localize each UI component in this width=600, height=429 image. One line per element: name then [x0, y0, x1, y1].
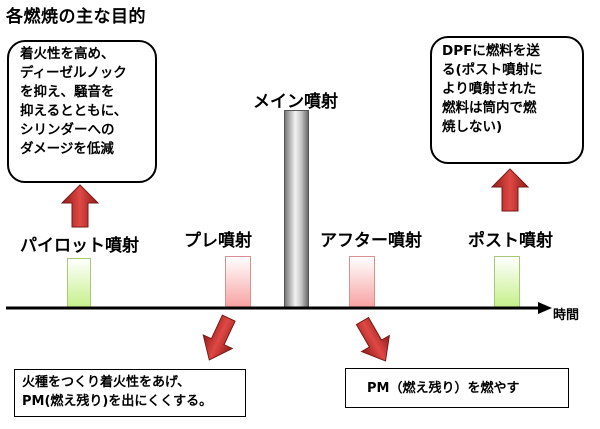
post-purpose-callout: DPFに燃料を送 る(ポスト噴射に より噴射された 燃料は筒内で燃 焼しない): [430, 36, 584, 164]
pre-injection-label: プレ噴射: [184, 231, 252, 251]
pre-injection-note: 火種をつくり着火性をあげ、 PM(燃え残り)を出にくくする。: [14, 369, 246, 417]
pilot-injection-label: パイロット噴射: [20, 236, 139, 256]
callout-line: 焼しない): [442, 119, 503, 135]
note-line: 火種をつくり着火性をあげ、: [22, 375, 191, 390]
pilot-up-arrow-icon: [60, 184, 100, 228]
pre-injection-bar: [225, 256, 251, 308]
callout-line: シリンダーへの: [20, 122, 115, 138]
time-axis: [6, 302, 552, 314]
callout-line: を抑え、騒音を: [20, 84, 115, 100]
main-injection-label: メイン噴射: [253, 92, 338, 112]
after-injection-note: PM（燃え残り）を燃やす: [345, 368, 569, 408]
callout-line: 着火性を高め、: [20, 46, 115, 62]
page-title: 各燃焼の主な目的: [6, 7, 146, 27]
main-injection-bar: [284, 110, 309, 308]
note-line: PM(燃え残り)を出にくくする。: [22, 394, 213, 409]
callout-line: DPFに燃料を送: [442, 43, 540, 59]
callout-line: 抑えるとともに、: [20, 103, 128, 119]
callout-line: ダメージを低減: [20, 141, 114, 157]
callout-line: 燃料は筒内で燃: [442, 100, 537, 116]
callout-line: ディーゼルノック: [20, 65, 127, 81]
time-axis-label: 時間: [553, 308, 580, 323]
after-down-arrow-icon: [355, 316, 391, 362]
after-injection-label: アフター噴射: [320, 231, 422, 251]
post-injection-label: ポスト噴射: [468, 231, 553, 251]
pre-down-arrow-icon: [202, 314, 236, 361]
post-up-arrow-icon: [490, 168, 530, 212]
callout-line: より噴射された: [442, 81, 537, 97]
callout-line: る(ポスト噴射に: [442, 62, 543, 78]
pilot-purpose-callout: 着火性を高め、 ディーゼルノック を抑え、騒音を 抑えるとともに、 シリンダーへ…: [7, 40, 157, 183]
pilot-injection-bar: [67, 258, 91, 308]
post-injection-bar: [494, 256, 520, 308]
